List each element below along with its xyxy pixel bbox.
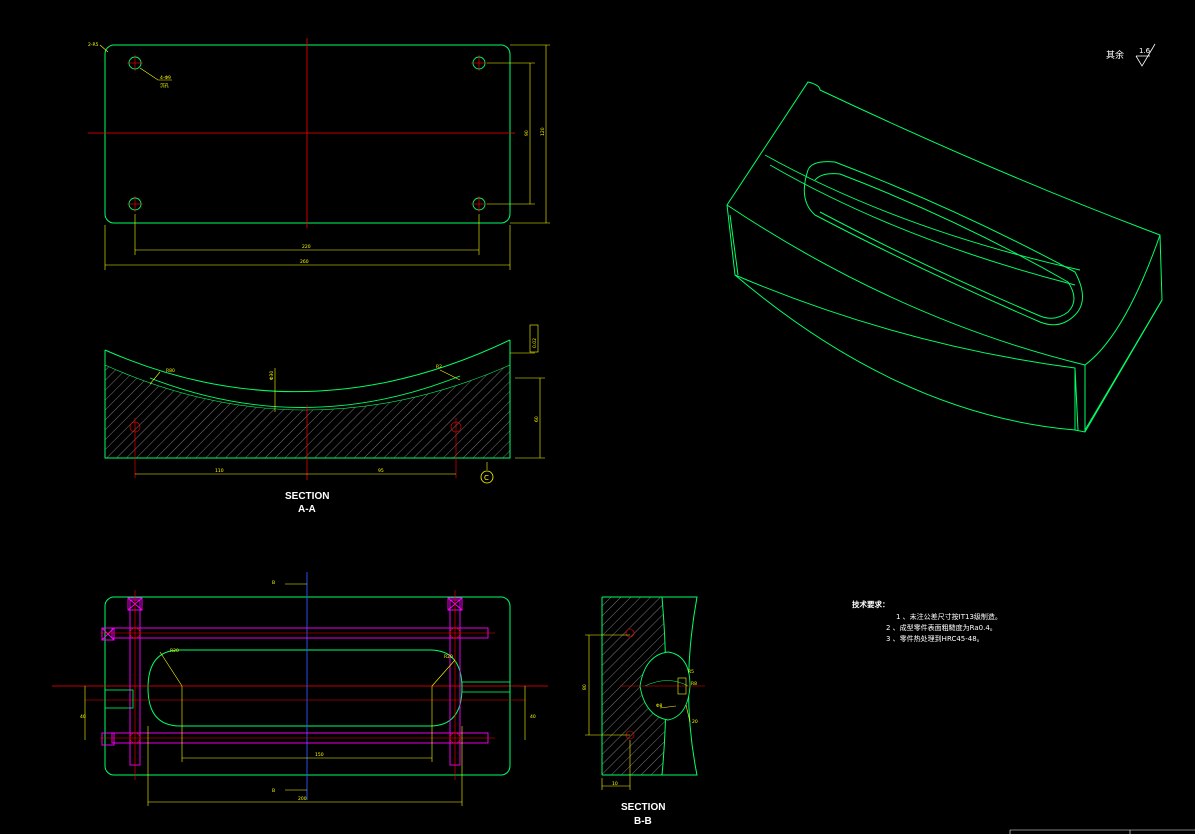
aa-radius-note-1: R80 — [166, 368, 175, 374]
aa-dim-right: 95 — [378, 468, 384, 474]
section-aa-outline — [104, 339, 511, 459]
top-dim-outer-width: 260 — [300, 259, 309, 265]
aa-depth-note: Φ30 — [269, 371, 275, 380]
title-block-edge — [1009, 829, 1195, 834]
datum-c-label: C — [484, 474, 489, 482]
bb-note-2: R8 — [691, 681, 697, 687]
aa-tolerance-frame: 0.02 — [532, 338, 538, 348]
surface-finish-label: 其余 — [1106, 49, 1124, 61]
aa-dim-height: 60 — [534, 416, 540, 422]
isometric-view — [726, 81, 1163, 433]
top-hole-note-2: 沉孔 — [160, 82, 169, 89]
aa-radius-note-2: R2 — [436, 364, 442, 370]
bb-note-3: Φ8 — [656, 703, 663, 709]
bottom-dim-side-left: 40 — [80, 714, 86, 720]
bottom-section-mark-top: B — [272, 580, 275, 586]
bottom-dim-slot: 150 — [315, 752, 324, 758]
top-view-outline — [104, 44, 511, 224]
bottom-note-right: R20 — [444, 654, 453, 660]
section-aa-view: C R80 R2 Φ30 110 95 60 0.02 SECTION A-A — [104, 324, 545, 515]
section-aa-title-2: A-A — [298, 504, 316, 515]
tech-note-2: 2 、成型零件表面粗糙度为Ra0.4。 — [886, 623, 997, 632]
bottom-view: B B R20 R20 150 200 40 40 — [52, 572, 548, 806]
bottom-dim-overall: 200 — [298, 796, 307, 802]
bb-note-1: R5 — [688, 669, 694, 675]
surface-finish-symbol: 其余 1.6 — [1106, 43, 1156, 67]
bottom-section-mark-bottom: B — [272, 788, 275, 794]
datum-c-circle — [480, 470, 494, 484]
top-hole-note-1: 4-Φ9 — [160, 75, 171, 81]
tech-note-3: 3 、零件热处理到HRC45-48。 — [886, 634, 984, 643]
section-aa-title-1: SECTION — [285, 491, 329, 502]
technical-requirements: 技术要求： 1 、未注公差尺寸按IT13级制造。 2 、成型零件表面粗糙度为Ra… — [852, 599, 1002, 643]
top-dim-inner-height: 90 — [524, 130, 530, 136]
tech-notes-heading: 技术要求： — [852, 599, 890, 609]
top-dim-inner-width: 220 — [302, 244, 311, 250]
bb-dim-bottom: 10 — [612, 781, 618, 787]
bb-dim-height: 80 — [582, 684, 588, 690]
section-bb-title-2: B-B — [634, 816, 652, 827]
section-bb-title-1: SECTION — [621, 802, 665, 813]
top-view: 2-R5 4-Φ9 沉孔 220 260 90 120 — [88, 38, 550, 270]
bottom-dim-side-right: 40 — [530, 714, 536, 720]
tech-note-1: 1 、未注公差尺寸按IT13级制造。 — [896, 612, 1002, 621]
aa-dim-left: 110 — [215, 468, 224, 474]
section-bb-view: 80 10 R5 R8 Φ8 20 SECTION B-B — [582, 596, 705, 827]
bottom-slot — [147, 649, 463, 727]
top-corner-note: 2-R5 — [88, 42, 99, 48]
surface-finish-value: 1.6 — [1139, 47, 1151, 55]
top-dim-outer-height: 120 — [540, 127, 546, 136]
section-aa-hatch — [105, 365, 510, 458]
bottom-note-left: R20 — [170, 648, 179, 654]
bb-note-4: 20 — [692, 719, 698, 725]
